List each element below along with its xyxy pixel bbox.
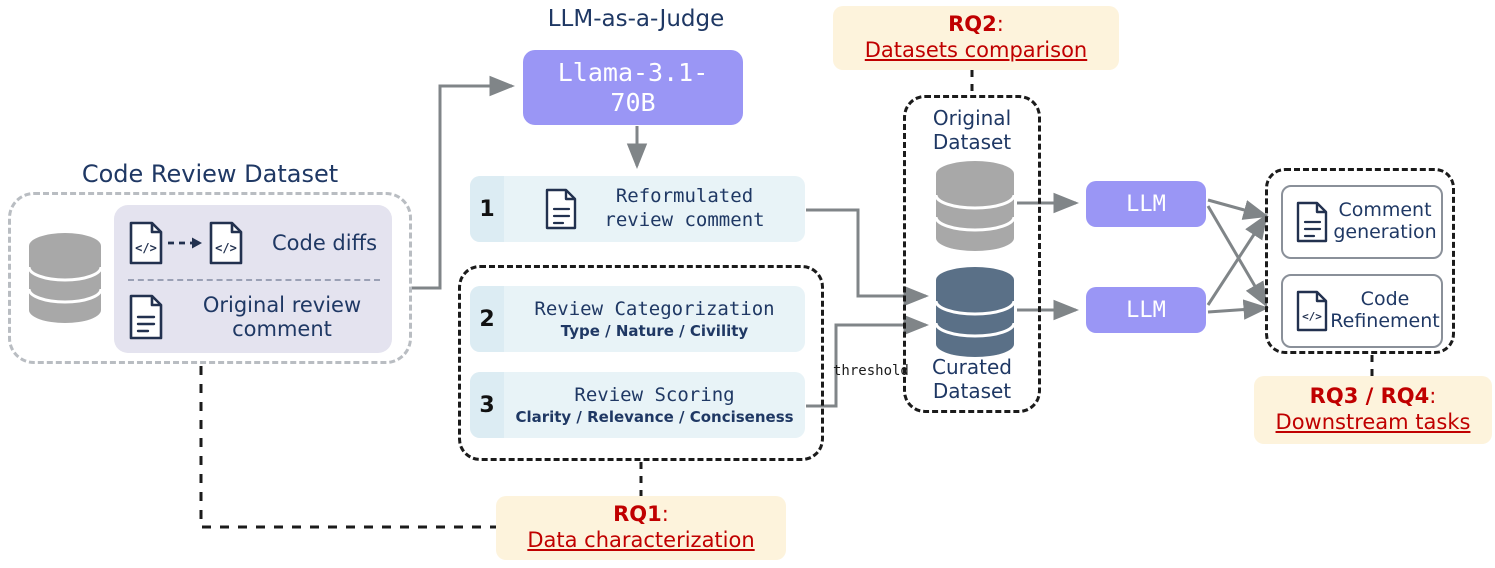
downstream-tasks-group [1265, 168, 1455, 354]
card-body: Review Scoring Clarity / Relevance / Con… [504, 372, 805, 438]
card-body: Reformulated review comment [504, 176, 805, 242]
code-file-icon: </> [129, 221, 163, 265]
card-review-categorization[interactable]: 2 Review Categorization Type / Nature / … [470, 286, 805, 352]
card-review-scoring[interactable]: 3 Review Scoring Clarity / Relevance / C… [470, 372, 805, 438]
rq2-colon: : [996, 12, 1004, 37]
llm-pill-original[interactable]: LLM [1086, 181, 1206, 227]
original-review-comment-row: Original review comment [128, 286, 382, 348]
callout-rq1-tag: RQ1: [613, 502, 669, 527]
callout-rq2-text: Datasets comparison [864, 38, 1088, 63]
card-number: 2 [479, 306, 495, 332]
dashed-arrow-icon [168, 237, 202, 249]
svg-text:</>: </> [135, 241, 157, 255]
llm-pill-curated[interactable]: LLM [1086, 287, 1206, 333]
card-number-strip [470, 372, 504, 438]
original-review-comment-label: Original review comment [202, 292, 362, 341]
llama-model-box[interactable]: Llama-3.1- 70B [523, 50, 743, 125]
card-number-strip [470, 286, 504, 352]
document-icon [546, 188, 577, 230]
database-cylinder-icon [27, 233, 103, 323]
curated-dataset-cylinder-icon [934, 267, 1016, 357]
llm-as-a-judge-title: LLM-as-a-Judge [547, 6, 725, 32]
threshold-label: threshold [833, 363, 909, 379]
document-icon [129, 294, 163, 340]
llm-pill-label: LLM [1126, 191, 1166, 217]
llama-model-label: Llama-3.1- 70B [557, 57, 709, 117]
card-number: 1 [479, 196, 495, 222]
task-code-refinement[interactable]: </> Code Refinement [1281, 274, 1443, 348]
datasets-group [903, 95, 1041, 413]
svg-text:</>: </> [1302, 310, 1322, 323]
card-number: 3 [479, 392, 495, 418]
original-dataset-label: Original Dataset [932, 106, 1012, 154]
card-body: Review Categorization Type / Nature / Ci… [504, 286, 805, 352]
code-review-dataset-title: Code Review Dataset [81, 160, 339, 188]
card-number-strip [470, 176, 504, 242]
curated-dataset-label: Curated Dataset [932, 355, 1012, 403]
task-comment-generation[interactable]: Comment generation [1281, 185, 1443, 259]
rq3-tag-text: RQ3 / RQ4 [1309, 384, 1430, 409]
code-file-icon: </> [209, 221, 243, 265]
code-diffs-label: Code diffs [272, 230, 378, 255]
callout-rq3-text: Downstream tasks [1275, 410, 1471, 435]
code-file-icon: </> [1296, 290, 1328, 332]
task-label: Code Refinement [1330, 288, 1440, 332]
callout-rq1: RQ1: Data characterization [496, 496, 786, 560]
card-reformulated-comment[interactable]: 1 Reformulated review comment [470, 176, 805, 242]
svg-text:</>: </> [215, 241, 237, 255]
callout-rq2: RQ2: Datasets comparison [833, 6, 1119, 70]
rq1-tag-text: RQ1 [613, 502, 662, 527]
callout-rq2-tag: RQ2: [948, 12, 1004, 37]
callout-rq3-rq4: RQ3 / RQ4: Downstream tasks [1254, 376, 1492, 444]
dataset-divider [128, 279, 380, 281]
task-label: Comment generation [1333, 199, 1437, 243]
card-text: Review Categorization [534, 297, 775, 320]
card-text: Reformulated review comment [604, 185, 765, 231]
card-subtext: Clarity / Relevance / Conciseness [515, 408, 794, 427]
rq1-colon: : [661, 502, 669, 527]
code-diffs-row: </> </> Code diffs [128, 212, 377, 274]
llm-pill-label: LLM [1126, 297, 1166, 323]
callout-rq3-tag: RQ3 / RQ4: [1310, 384, 1437, 409]
callout-rq1-text: Data characterization [527, 528, 755, 553]
document-icon [1296, 201, 1328, 243]
code-review-dataset-box [8, 192, 412, 364]
rq3-colon: : [1429, 384, 1437, 409]
original-dataset-cylinder-icon [934, 161, 1016, 251]
card-text: Review Scoring [574, 383, 735, 406]
card-subtext: Type / Nature / Civility [560, 322, 749, 341]
categorization-scoring-group [458, 265, 824, 461]
rq2-tag-text: RQ2 [948, 12, 997, 37]
